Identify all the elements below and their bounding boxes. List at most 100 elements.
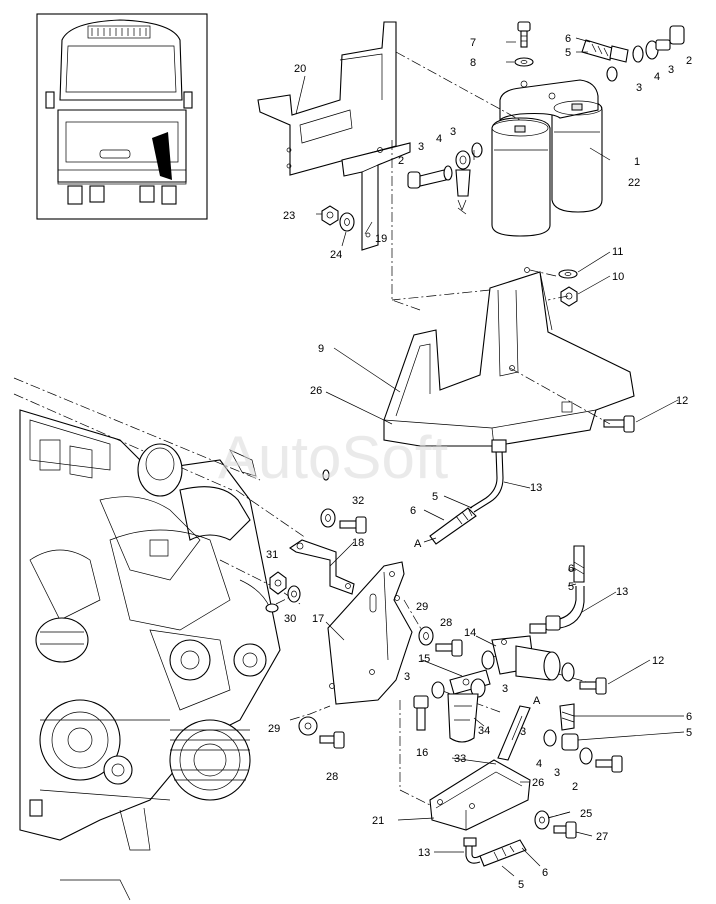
washer-29-lower [298, 716, 318, 736]
label-A: A [414, 538, 422, 550]
label-5: 5 [432, 491, 438, 503]
label-3: 3 [554, 767, 560, 779]
fuel-pipe-33 [497, 705, 531, 761]
label-21: 21 [372, 815, 384, 827]
fuel-pipe-13-upper [429, 439, 507, 545]
label-6: 6 [542, 867, 548, 879]
label-4: 4 [536, 758, 542, 770]
label-32: 32 [352, 495, 364, 507]
washer-24 [339, 212, 355, 232]
label-18: 18 [352, 537, 364, 549]
label-6: 6 [565, 33, 571, 45]
label-15: 15 [418, 653, 430, 665]
label-23: 23 [283, 210, 295, 222]
mounting-tray-9 [383, 267, 635, 447]
label-5: 5 [565, 47, 571, 59]
label-5: 5 [568, 581, 574, 593]
hose-fitting-lower-right [543, 703, 623, 773]
label-8: 8 [470, 57, 476, 69]
label-7: 7 [470, 37, 476, 49]
bracket-18 [289, 539, 355, 595]
label-6: 6 [410, 505, 416, 517]
washer-11 [558, 269, 578, 279]
label-34: 34 [478, 725, 490, 737]
fuel-pipe-13-lower [463, 837, 527, 867]
label-17: 17 [312, 613, 324, 625]
bolt-12-upper [603, 415, 635, 433]
bolt-7 [517, 21, 531, 48]
label-3: 3 [502, 683, 508, 695]
label-9: 9 [318, 343, 324, 355]
hose-fitting-top-right [581, 25, 685, 82]
bracket-17 [327, 561, 413, 705]
label-leaders [295, 37, 685, 877]
bolt-16 [413, 695, 429, 731]
label-29: 29 [416, 601, 428, 613]
label-3: 3 [520, 726, 526, 738]
watermark: AutoSoft [218, 424, 448, 491]
label-5: 5 [518, 879, 524, 891]
label-3: 3 [450, 126, 456, 138]
truck-location-inset [36, 13, 208, 220]
part-labels: 7 8 6 5 2 3 4 3 20 4 3 2 3 1 22 23 19 24… [266, 33, 692, 891]
label-11: 11 [612, 246, 623, 258]
label-1: 1 [634, 156, 640, 168]
washer-30 [287, 585, 301, 603]
label-4: 4 [436, 133, 442, 145]
label-14: 14 [464, 627, 476, 639]
label-28: 28 [326, 771, 338, 783]
label-26: 26 [310, 385, 322, 397]
label-24: 24 [330, 249, 342, 261]
label-22: 22 [628, 177, 640, 189]
label-27: 27 [596, 831, 608, 843]
label-6: 6 [568, 563, 574, 575]
label-13: 13 [616, 586, 628, 598]
filter-head-14 [481, 635, 575, 682]
engine-block [13, 377, 281, 901]
bolt-28-lower [319, 731, 345, 749]
label-25: 25 [580, 808, 592, 820]
label-30: 30 [284, 613, 296, 625]
fuel-pipe-13-middle [529, 545, 585, 634]
label-29: 29 [268, 723, 280, 735]
label-13: 13 [418, 847, 430, 859]
water-separator-15 [431, 669, 491, 743]
label-2: 2 [686, 55, 692, 67]
label-4: 4 [654, 71, 660, 83]
label-3: 3 [668, 64, 674, 76]
label-12: 12 [676, 395, 688, 407]
label-20: 20 [294, 63, 306, 75]
label-26: 26 [532, 777, 544, 789]
label-3: 3 [418, 141, 424, 153]
bolt-32 [320, 469, 367, 534]
label-31: 31 [266, 549, 278, 561]
bracket-21 [429, 759, 531, 831]
nut-23 [321, 205, 339, 226]
label-28: 28 [440, 617, 452, 629]
bolt-27 [553, 821, 577, 839]
bolt-12-lower [579, 677, 607, 695]
label-33: 33 [454, 753, 466, 765]
nut-10 [560, 286, 578, 307]
label-16: 16 [416, 747, 428, 759]
label-A: A [533, 695, 541, 707]
label-2: 2 [572, 781, 578, 793]
fuel-filter-assembly [491, 79, 603, 237]
bracket-20 [257, 21, 397, 176]
washer-8 [514, 57, 534, 67]
label-3: 3 [636, 82, 642, 94]
label-13: 13 [530, 482, 542, 494]
label-5: 5 [686, 727, 692, 739]
washer-29-upper [418, 626, 434, 646]
bolt-28-upper [435, 639, 463, 657]
bracket-19 [341, 142, 411, 251]
label-19: 19 [375, 233, 387, 245]
label-10: 10 [612, 271, 624, 283]
hose-fitting-middle [407, 142, 483, 215]
washer-25 [534, 810, 550, 830]
label-6: 6 [686, 711, 692, 723]
label-2: 2 [398, 155, 404, 167]
label-3: 3 [404, 671, 410, 683]
label-12: 12 [652, 655, 664, 667]
